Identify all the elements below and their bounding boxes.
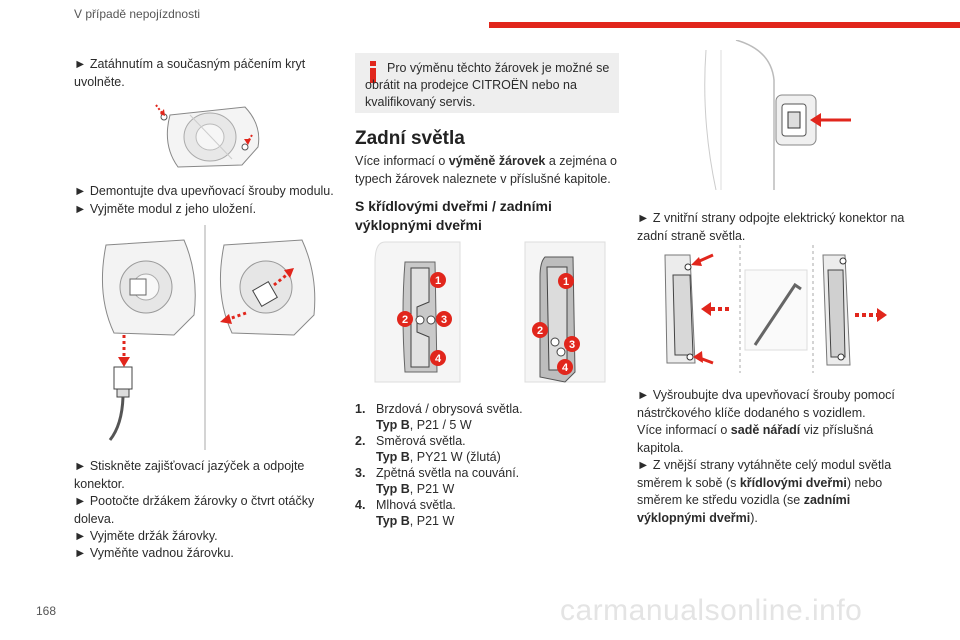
bulb-type: Typ B, P21 W [376, 513, 615, 529]
step-text-part: ► Z vnější strany vytáhněte celý modul s… [637, 458, 892, 490]
step-text: ► Zatáhnutím a současným páčením kryt uv… [74, 57, 306, 89]
bulb-type: Typ B, P21 W [376, 481, 615, 497]
section-heading: Zadní světla [355, 128, 465, 149]
bulb-type: Typ B, P21 / 5 W [376, 417, 615, 433]
step-text-part: ). [750, 510, 758, 525]
badge-3: 3 [569, 339, 575, 351]
bulb-name: Směrová světla. [376, 434, 466, 448]
list-item: 1. Brzdová / obrysová světla. Typ B, P21… [355, 401, 615, 433]
bulb-type-label: Typ B [376, 514, 410, 528]
badge-1: 1 [563, 276, 569, 288]
step-text: ► Z vnější strany vytáhněte celý modul s… [637, 457, 907, 527]
bulb-type-value: , P21 W [409, 482, 455, 496]
rear-lights-illustration: 1 2 3 4 1 2 3 4 [374, 241, 606, 383]
section-title: V případě nepojízdnosti [74, 7, 201, 21]
interior-connector-illustration [704, 40, 851, 190]
info-box: Pro výměnu těchto žárovek je možné se ob… [355, 53, 619, 113]
bulb-name: Mlhová světla. [376, 498, 456, 512]
bulb-type-label: Typ B [376, 482, 410, 496]
intro-paragraph: Více informací o výměně žárovek a zejmén… [355, 153, 619, 188]
info-text: Pro výměnu těchto žárovek je možné se ob… [365, 61, 610, 109]
page-number: 168 [36, 604, 57, 618]
intro-link-text: výměně žárovek [448, 154, 546, 168]
bulb-type-label: Typ B [376, 450, 410, 464]
list-item: 4. Mlhová světla. Typ B, P21 W [355, 497, 615, 529]
badge-3: 3 [441, 314, 447, 326]
bulb-type-value: , P21 W [409, 514, 455, 528]
badge-group: 1 2 3 4 1 2 3 4 [397, 272, 580, 375]
watermark: carmanualsonline.info [560, 594, 863, 627]
step-text: ► Stiskněte zajišťovací jazýček a odpojt… [74, 459, 305, 491]
step-text-part: viz příslušná kapitola. [637, 423, 874, 455]
step-text: ► Vyšroubujte dva upevňovací šrouby pomo… [637, 388, 895, 420]
badge-2: 2 [537, 325, 543, 337]
header-accent-bar [489, 22, 960, 28]
step-text: ► Pootočte držákem žárovky o čtvrt otáčk… [74, 494, 315, 526]
step-text: ► Z vnitřní strany odpojte elektrický ko… [637, 211, 905, 243]
badge-2: 2 [402, 314, 408, 326]
module-removal-illustration [101, 225, 316, 450]
fog-lamp-cover-illustration [155, 104, 260, 168]
badge-4: 4 [562, 362, 569, 374]
bulb-list: 1. Brzdová / obrysová světla. Typ B, P21… [355, 401, 615, 529]
list-item: 2. Směrová světla. Typ B, PY21 W (žlutá) [355, 433, 615, 465]
info-icon [369, 61, 377, 83]
step-text-part: Více informací o [637, 423, 731, 437]
intro-text: a zejména o typech žárovek naleznete v p… [355, 154, 617, 186]
screws-removal-illustration [664, 245, 887, 373]
list-item: 3. Zpětná světla na couvání. Typ B, P21 … [355, 465, 615, 497]
step-text-part: ) nebo směrem ke středu vozidla (se [637, 475, 883, 508]
bulb-name: Zpětná světla na couvání. [376, 466, 520, 480]
badge-1: 1 [435, 275, 441, 287]
bulb-type-value: , P21 / 5 W [409, 418, 472, 432]
bulb-type: Typ B, PY21 W (žlutá) [376, 449, 615, 465]
step-text-bold: zadními výklopnými dveřmi [637, 493, 851, 525]
step-text: ► Demontujte dva upevňovací šrouby modul… [74, 184, 334, 198]
step-text: ► Vyjměte modul z jeho uložení. [74, 202, 257, 216]
step-text: ► Vyjměte držák žárovky. [74, 529, 218, 543]
intro-text: Více informací o [355, 154, 449, 168]
list-number: 1. [355, 402, 366, 416]
list-number: 3. [355, 466, 366, 480]
list-number: 2. [355, 434, 366, 448]
list-number: 4. [355, 498, 366, 512]
badge-4: 4 [435, 353, 442, 365]
step-text-bold: sadě nářadí [730, 423, 801, 437]
bulb-name: Brzdová / obrysová světla. [376, 402, 523, 416]
step-text: ► Vyměňte vadnou žárovku. [74, 546, 234, 560]
bulb-type-value: , PY21 W (žlutá) [409, 450, 501, 464]
step-text-bold: křídlovými dveřmi [739, 475, 847, 490]
subheading: S křídlovými dveřmi / zadními výklopnými… [355, 198, 552, 233]
step-text: Více informací o sadě nářadí viz přísluš… [637, 422, 907, 457]
bulb-type-label: Typ B [376, 418, 410, 432]
